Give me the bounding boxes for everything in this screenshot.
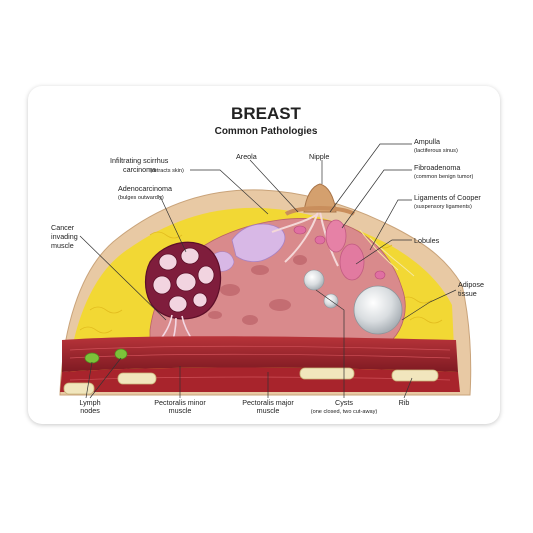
label-cancer-2: invading (51, 232, 78, 241)
ligaments-of-cooper (359, 229, 415, 277)
label-cooper-note: (suspensory ligaments) (414, 204, 472, 210)
infiltrating-carcinoma (231, 223, 286, 262)
ampulla-mass (339, 243, 365, 281)
gland-texture (208, 255, 307, 325)
label-infiltrating: Infiltrating scirrhus (110, 156, 169, 165)
cyst-large (353, 285, 403, 335)
nipple (303, 183, 337, 213)
label-lymph-2: nodes (80, 406, 100, 415)
pectoralis-major-muscle (60, 367, 460, 392)
label-adipose-2: tissue (458, 289, 477, 298)
label-adenocarcinoma: Adenocarcinoma (118, 184, 172, 193)
label-infiltrating-note: (retracts skin) (150, 168, 184, 174)
diagram-title: BREAST (231, 104, 302, 123)
label-pectoralis-major-2: muscle (257, 406, 280, 415)
ribs (63, 367, 439, 395)
fibroadenoma (325, 219, 347, 253)
areola (284, 206, 356, 216)
lymph-node-1 (84, 352, 100, 364)
label-cancer-3: muscle (51, 241, 74, 250)
label-infiltrating-2: carcinoma (123, 165, 156, 174)
label-ampulla: Ampulla (414, 137, 440, 146)
label-pectoralis-minor: Pectoralis minor (154, 398, 206, 407)
adenocarcinoma-lobules (152, 247, 215, 313)
label-cancer: Cancer (51, 223, 75, 232)
label-rib: Rib (399, 398, 410, 407)
label-fibroadenoma: Fibroadenoma (414, 163, 460, 172)
lymph-node-2 (114, 348, 128, 360)
label-cysts-note: (one closed, two cut-away) (311, 409, 378, 415)
label-ampulla-note: (lactiferous sinus) (414, 148, 458, 154)
label-adenocarcinoma-note: (bulges outwardly) (118, 195, 164, 201)
label-areola: Areola (236, 152, 257, 161)
label-adipose: Adipose (458, 280, 484, 289)
label-cooper: Ligaments of Cooper (414, 193, 481, 202)
cyst-small (303, 269, 325, 291)
label-lobules: Lobules (414, 236, 440, 245)
label-nipple: Nipple (309, 152, 329, 161)
diagram-subtitle: Common Pathologies (215, 126, 318, 137)
leader-lines (79, 143, 457, 399)
label-pectoralis-minor-2: muscle (169, 406, 192, 415)
label-lymph: Lymph (79, 398, 100, 407)
label-cysts: Cysts (335, 398, 353, 407)
label-pectoralis-major: Pectoralis major (242, 398, 294, 407)
label-fibroadenoma-note: (common benign tumor) (414, 174, 474, 180)
